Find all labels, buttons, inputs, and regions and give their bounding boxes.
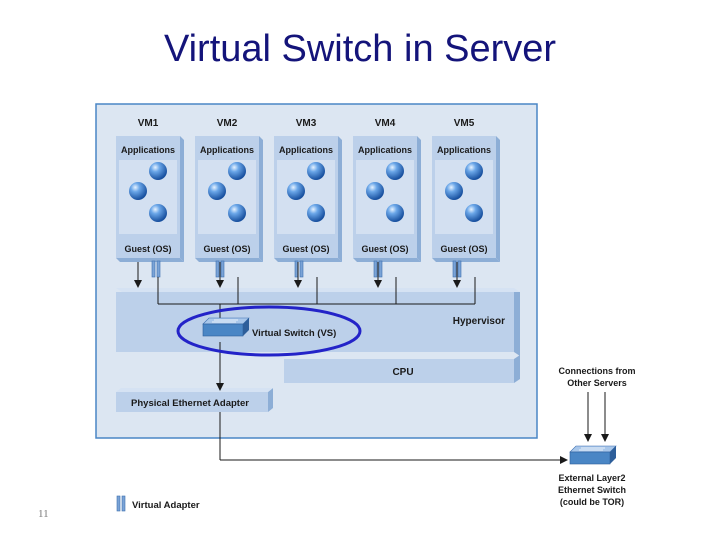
virtual-switch-icon bbox=[202, 317, 250, 337]
vm-name: VM4 bbox=[375, 118, 396, 129]
application-sphere-icon bbox=[465, 204, 483, 222]
application-sphere-icon bbox=[287, 182, 305, 200]
application-sphere-icon bbox=[228, 162, 246, 180]
guest-os-label: Guest (OS) bbox=[124, 244, 171, 254]
external-switch-line1: External Layer2 bbox=[558, 473, 625, 483]
vm-3: VM3 Applications Guest (OS) bbox=[274, 118, 342, 278]
vm-name: VM1 bbox=[138, 118, 159, 129]
guest-os-label: Guest (OS) bbox=[203, 244, 250, 254]
connections-label-line1: Connections from bbox=[558, 366, 635, 376]
vm-box bbox=[274, 136, 338, 258]
vm-name: VM2 bbox=[217, 118, 238, 129]
guest-os-label: Guest (OS) bbox=[361, 244, 408, 254]
guest-os-label: Guest (OS) bbox=[440, 244, 487, 254]
incoming-connection-arrows bbox=[584, 392, 609, 442]
application-sphere-icon bbox=[307, 204, 325, 222]
vm-box bbox=[432, 136, 496, 258]
applications-label: Applications bbox=[121, 145, 175, 155]
hypervisor-label: Hypervisor bbox=[453, 316, 505, 327]
applications-label: Applications bbox=[279, 145, 333, 155]
application-sphere-icon bbox=[386, 162, 404, 180]
vm-1: VM1 Applications Guest (OS) bbox=[116, 118, 184, 278]
vm-5: VM5 Applications Guest (OS) bbox=[432, 118, 500, 278]
slide-title: Virtual Switch in Server bbox=[163, 28, 557, 70]
legend-label: Virtual Adapter bbox=[132, 500, 200, 511]
application-sphere-icon bbox=[386, 204, 404, 222]
cpu-box bbox=[284, 359, 514, 383]
vm-name: VM5 bbox=[454, 118, 475, 129]
application-sphere-icon bbox=[465, 162, 483, 180]
application-sphere-icon bbox=[445, 182, 463, 200]
external-switch-line2: Ethernet Switch bbox=[558, 485, 626, 495]
vm-2: VM2 Applications Guest (OS) bbox=[195, 118, 263, 278]
application-sphere-icon bbox=[129, 182, 147, 200]
application-sphere-icon bbox=[149, 162, 167, 180]
physical-adapter-label: Physical Ethernet Adapter bbox=[131, 398, 249, 409]
vm-name: VM3 bbox=[296, 118, 317, 129]
applications-label: Applications bbox=[200, 145, 254, 155]
vm-box bbox=[195, 136, 259, 258]
highlight-ellipse bbox=[176, 305, 362, 357]
application-sphere-icon bbox=[366, 182, 384, 200]
vm-box bbox=[116, 136, 180, 258]
legend-virtual-adapter-icon bbox=[116, 495, 126, 512]
page-number: 11 bbox=[38, 508, 49, 520]
external-switch-icon bbox=[569, 445, 617, 465]
virtual-switch-label: Virtual Switch (VS) bbox=[252, 328, 336, 339]
vm-box bbox=[353, 136, 417, 258]
guest-os-label: Guest (OS) bbox=[282, 244, 329, 254]
applications-label: Applications bbox=[437, 145, 491, 155]
vm-group: VM1 Applications Guest (OS) VM2 Applicat… bbox=[116, 118, 500, 278]
application-sphere-icon bbox=[228, 204, 246, 222]
application-sphere-icon bbox=[307, 162, 325, 180]
vm-connector-lines bbox=[134, 262, 568, 464]
external-switch-line3: (could be TOR) bbox=[560, 497, 624, 507]
vm-4: VM4 Applications Guest (OS) bbox=[353, 118, 421, 278]
application-sphere-icon bbox=[149, 204, 167, 222]
cpu-label: CPU bbox=[392, 367, 413, 378]
application-sphere-icon bbox=[208, 182, 226, 200]
physical-adapter-box bbox=[116, 392, 268, 412]
connections-label-line2: Other Servers bbox=[567, 378, 627, 388]
applications-label: Applications bbox=[358, 145, 412, 155]
